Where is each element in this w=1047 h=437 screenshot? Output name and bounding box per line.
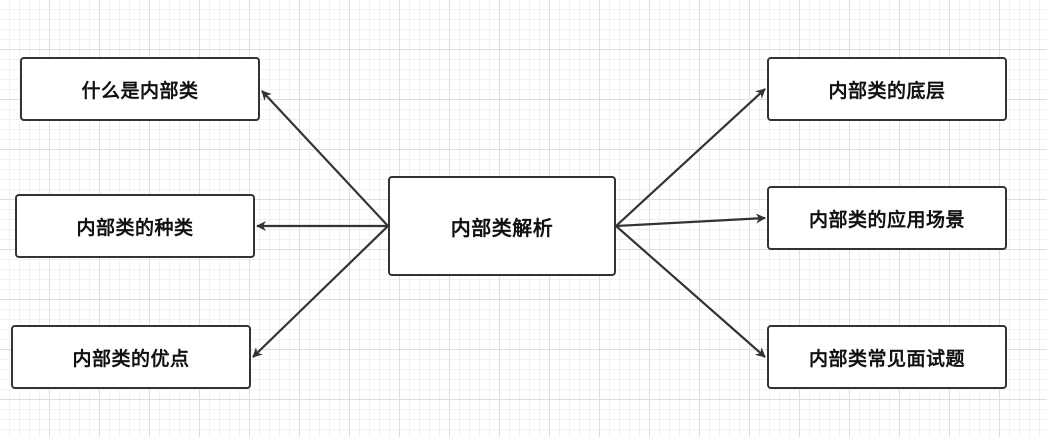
center-node[interactable]: 内部类解析 (388, 176, 616, 276)
node-label: 内部类的优点 (72, 347, 190, 370)
arrow-to-inner-class-use-cases (615, 213, 766, 228)
node-label: 什么是内部类 (81, 79, 199, 102)
node-inner-class-internals[interactable]: 内部类的底层 (767, 57, 1007, 121)
arrow-to-inner-class-internals (615, 88, 766, 227)
center-node-label: 内部类解析 (450, 215, 554, 240)
arrow-to-what-is-inner-class (261, 90, 389, 227)
arrow-to-inner-class-interview-questions (615, 225, 766, 358)
node-label: 内部类的底层 (828, 79, 946, 102)
node-inner-class-use-cases[interactable]: 内部类的应用场景 (767, 186, 1007, 250)
node-what-is-inner-class[interactable]: 什么是内部类 (20, 57, 260, 121)
node-label: 内部类常见面试题 (808, 347, 965, 370)
node-label: 内部类的应用场景 (808, 208, 965, 231)
arrow-to-inner-class-advantages (252, 225, 389, 358)
node-label: 内部类的种类 (76, 216, 194, 239)
node-inner-class-advantages[interactable]: 内部类的优点 (11, 325, 251, 389)
node-inner-class-types[interactable]: 内部类的种类 (15, 194, 255, 258)
node-inner-class-interview-questions[interactable]: 内部类常见面试题 (767, 325, 1007, 389)
